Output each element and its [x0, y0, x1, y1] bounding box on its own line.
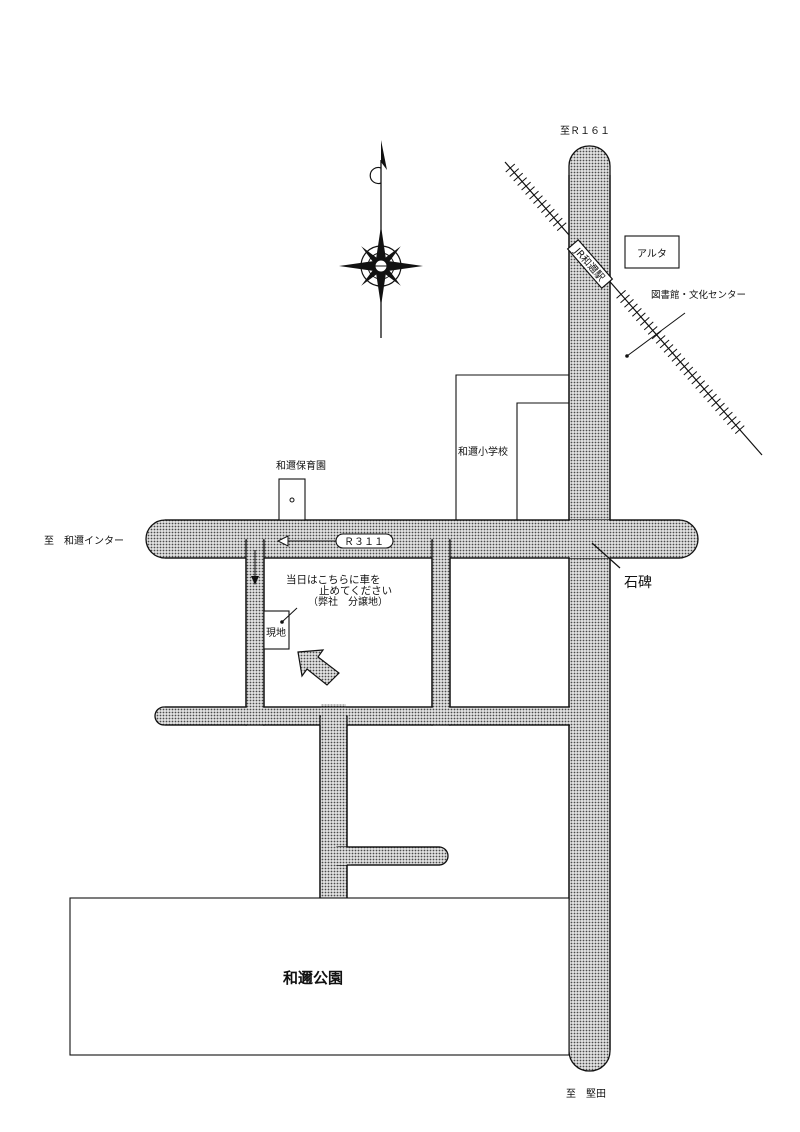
railway-tie — [521, 181, 531, 191]
railway-tie — [723, 411, 733, 421]
park-label: 和邇公園 — [283, 969, 343, 987]
stone-monument-label: 石碑 — [624, 575, 652, 591]
park-area — [69, 897, 570, 1056]
railway-tie — [529, 190, 539, 200]
railway-tie — [734, 425, 745, 434]
railway-tie — [695, 380, 706, 389]
railway-tie — [548, 213, 559, 222]
railway-tie — [699, 384, 709, 394]
parking-note-line3: （弊社 分譲地） — [308, 595, 388, 608]
road-lower-horizontal — [154, 706, 591, 726]
compass-rose-icon — [339, 140, 423, 338]
railway-tie — [533, 195, 543, 204]
railway-tie — [683, 366, 694, 376]
parking-note-line2: 止めてください — [319, 585, 392, 597]
parking-note-line1: 当日はこちらに車を — [286, 573, 381, 586]
railway-tie — [663, 344, 674, 353]
railway-tie — [719, 407, 729, 416]
railway-tie — [726, 416, 737, 425]
railway-tie — [628, 303, 638, 313]
railway-tie — [691, 375, 702, 385]
railway-tie — [667, 348, 678, 358]
route311-label: Ｒ３１１ — [344, 537, 384, 548]
route311-badge: Ｒ３１１ — [276, 533, 394, 549]
railway-tie — [730, 420, 741, 430]
railway-tie — [505, 163, 516, 173]
railway-tie — [655, 335, 666, 344]
to-r161-label: 至Ｒ１６１ — [560, 125, 610, 137]
railway-tie — [707, 393, 717, 403]
railway-tie — [659, 339, 670, 349]
railway-tie — [517, 177, 527, 186]
site-lot — [263, 610, 290, 650]
to-katata-label: 至 堅田 — [566, 1088, 606, 1100]
railway-line — [504, 161, 763, 456]
railway-tie — [711, 398, 721, 407]
railway-tie — [647, 326, 658, 335]
railway-tie — [632, 308, 642, 317]
railway-tie — [552, 217, 563, 227]
railway-tie — [643, 321, 654, 331]
down-arrow-icon — [251, 550, 259, 585]
railway-tie — [639, 317, 650, 326]
nursery-marker — [289, 497, 295, 503]
elementary-school-label: 和邇小学校 — [458, 445, 508, 458]
railway-tie — [715, 402, 725, 412]
library-center-label: 図書館・文化センター — [651, 289, 746, 301]
elementary-school-outline — [455, 374, 569, 520]
railway-tie — [687, 371, 698, 380]
railway-tie — [541, 204, 551, 213]
alta-building — [624, 235, 680, 269]
site-label: 現地 — [266, 626, 286, 639]
railway-tie — [509, 168, 520, 177]
railway-tie — [525, 186, 535, 195]
arrow-icon — [297, 649, 340, 686]
railway-tie — [616, 289, 626, 299]
road-r311 — [145, 519, 699, 559]
railway-tie — [620, 294, 630, 304]
railway-tie — [703, 389, 713, 398]
railway-tie — [679, 362, 690, 371]
alta-label: アルタ — [637, 248, 667, 260]
railway-tie — [556, 222, 567, 231]
railway-tie — [624, 299, 634, 308]
railway-tie — [675, 357, 686, 367]
road-middle-vertical — [431, 539, 451, 726]
nursery-label: 和邇保育園 — [276, 459, 326, 472]
railway-tie — [671, 353, 682, 362]
railway-tie — [635, 312, 646, 322]
railway-tie — [544, 208, 555, 218]
railway-tie — [537, 199, 547, 209]
road-lower-vertical — [319, 715, 348, 901]
railway-tie — [513, 172, 524, 182]
to-interchange-label: 至 和邇インター — [44, 535, 124, 547]
